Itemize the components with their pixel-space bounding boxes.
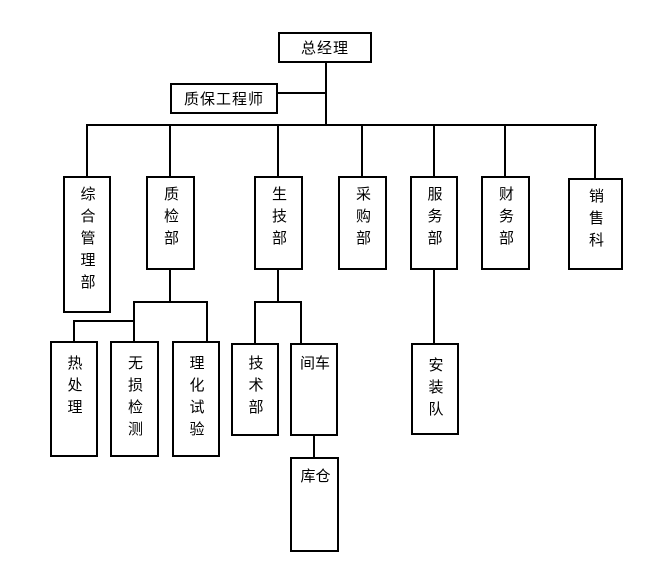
org-node-sales-section: 销售科 [568, 178, 623, 270]
org-node-label: 安装队 [426, 357, 445, 423]
org-node-label: 质检部 [162, 186, 180, 252]
org-node-production-tech-dept: 生技部 [254, 176, 303, 270]
org-node-general-manager: 总经理 [278, 32, 372, 63]
org-node-label: 综合管理部 [78, 186, 97, 296]
connector-drop-quality-inspection [169, 124, 171, 176]
connector-production-tech-down [277, 270, 279, 303]
connector-drop-production-tech [277, 124, 279, 176]
connector-drop-purchasing [361, 124, 363, 176]
connector-drop-technology [254, 301, 256, 343]
connector-drop-heat-treatment [73, 320, 75, 341]
connector-drop-finance [504, 124, 506, 176]
org-node-general-management-dept: 综合管理部 [63, 176, 111, 313]
org-node-label: 服务部 [425, 186, 444, 252]
connector-drop-installation-team [433, 270, 435, 343]
connector-drop-workshop [300, 301, 302, 343]
connector-quality-children-bar [133, 301, 208, 303]
org-node-technology-dept: 技术部 [231, 343, 279, 436]
org-node-installation-team: 安装队 [411, 343, 459, 435]
connector-main-horizontal [86, 124, 597, 126]
org-node-heat-treatment: 热处理 [50, 341, 98, 457]
connector-drop-physical-chemical [206, 301, 208, 341]
connector-drop-ndt [133, 301, 135, 341]
org-node-label: 技术部 [246, 355, 265, 421]
org-node-label: 财务部 [497, 186, 515, 252]
org-node-service-dept: 服务部 [410, 176, 458, 270]
connector-drop-sales [594, 124, 596, 178]
org-node-workshop: 车间 [290, 343, 338, 436]
org-node-purchasing-dept: 采购部 [338, 176, 387, 270]
org-node-label: 生技部 [270, 186, 288, 252]
org-node-label: 车间 [298, 355, 331, 400]
connector-qa-engineer-branch [278, 92, 327, 94]
connector-heat-treatment-bar [73, 320, 135, 322]
org-node-quality-inspection-dept: 质检部 [146, 176, 195, 270]
org-node-label: 仓库 [298, 468, 332, 513]
org-node-label: 无损检测 [126, 355, 144, 443]
org-node-label: 销售科 [587, 188, 605, 254]
connector-production-children-bar [254, 301, 302, 303]
org-node-label: 总经理 [300, 39, 349, 57]
connector-drop-general-management [86, 124, 88, 176]
org-node-qa-engineer: 质保工程师 [170, 83, 278, 114]
org-node-ndt-inspection: 无损检测 [110, 341, 159, 457]
org-node-warehouse: 仓库 [290, 457, 339, 552]
connector-drop-service [433, 124, 435, 176]
org-node-label: 热处理 [65, 355, 84, 421]
org-node-physical-chemical-test: 理化试验 [172, 341, 220, 457]
org-node-finance-dept: 财务部 [481, 176, 530, 270]
connector-drop-warehouse [313, 435, 315, 457]
connector-quality-inspection-down [169, 270, 171, 303]
org-node-label: 采购部 [354, 186, 372, 252]
org-node-label: 理化试验 [187, 355, 206, 443]
org-node-label: 质保工程师 [183, 90, 264, 108]
